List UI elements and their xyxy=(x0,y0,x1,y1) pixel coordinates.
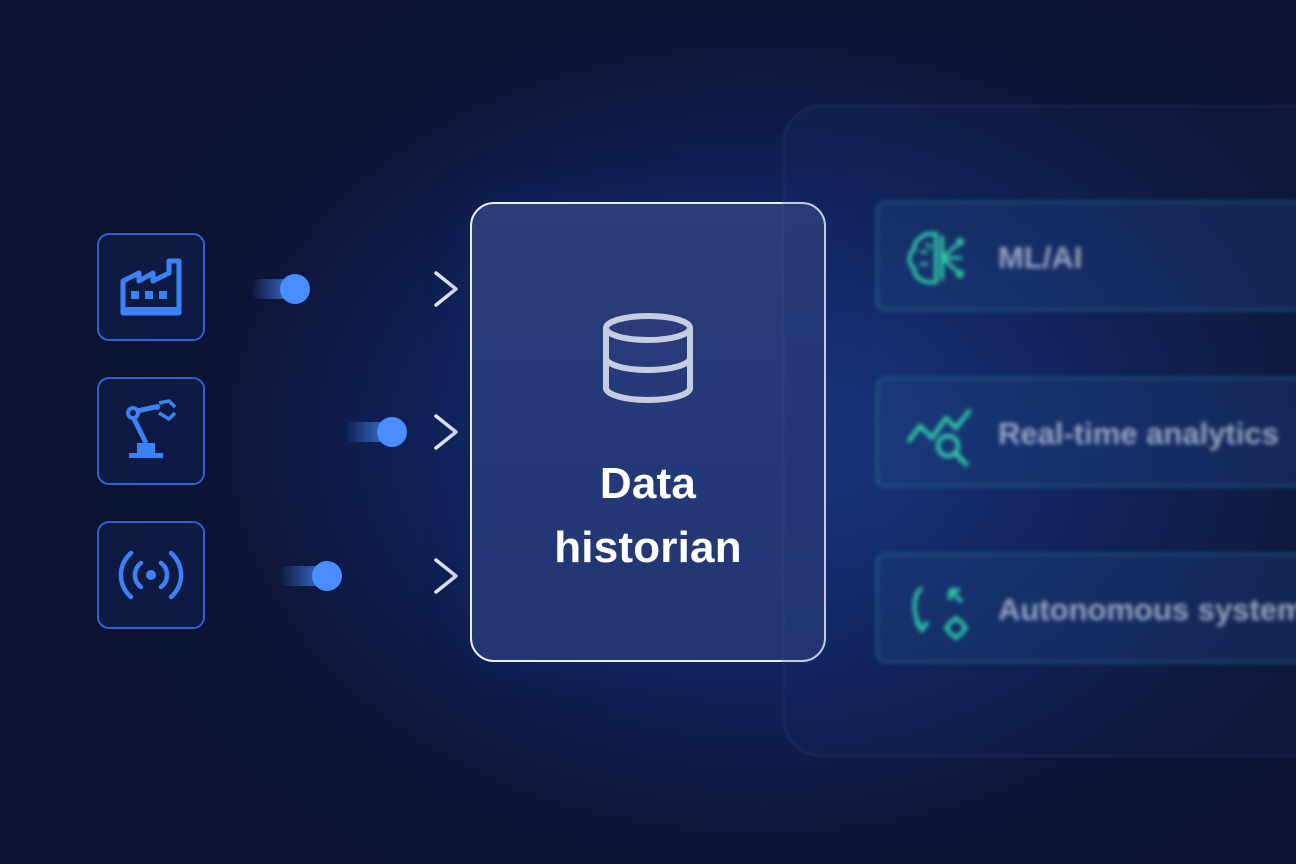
consumers-panel xyxy=(782,105,1296,757)
database-icon xyxy=(603,313,693,403)
brain-circuit-icon xyxy=(907,231,964,285)
flow-dot xyxy=(377,417,407,447)
consumer-item-autonomous-systems: Autonomous system xyxy=(876,553,1296,663)
wireless-signal-icon xyxy=(118,550,184,600)
consumer-item-real-time-analytics: Real-time analytics xyxy=(876,377,1296,487)
source-tile-robotic-arm xyxy=(97,377,205,485)
consumer-label: Autonomous system xyxy=(998,592,1296,627)
factory-icon xyxy=(120,258,182,316)
flow-arrow-2 xyxy=(216,414,458,450)
source-tile-factory xyxy=(97,233,205,341)
data-historian-title: Data historian xyxy=(554,459,742,572)
flow-arrow-1 xyxy=(216,271,458,307)
data-historian-box: Data historian xyxy=(470,202,826,662)
consumer-label: ML/AI xyxy=(998,240,1083,275)
autonomous-cycle-icon xyxy=(912,586,968,640)
consumer-item-ml-ai: ML/AI xyxy=(876,201,1296,311)
robotic-arm-icon xyxy=(126,399,177,458)
flow-arrow-3 xyxy=(216,558,458,594)
analytics-chart-icon xyxy=(906,408,972,466)
flow-dot xyxy=(280,274,310,304)
source-tile-wireless xyxy=(97,521,205,629)
consumer-label: Real-time analytics xyxy=(998,416,1279,451)
flow-dot xyxy=(312,561,342,591)
